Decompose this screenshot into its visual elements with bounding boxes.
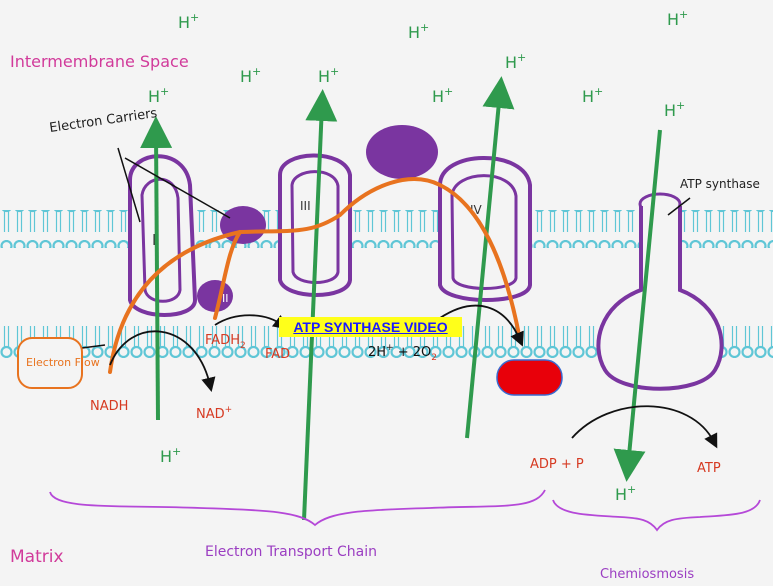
nad-plus-label: NAD+ [196,405,232,422]
h-plus-1: H+ [178,11,199,32]
h7: H [505,53,517,72]
electron-flow-callout: Electron Flow [17,337,100,389]
atp-synthase-video-link[interactable]: ATP SYNTHASE VIDEO [279,317,462,337]
h3s: + [330,65,339,78]
h9: H [667,10,679,29]
proton-labels: H+ H+ H+ H+ H+ H+ H+ H+ H+ H+ H+ H+ [148,8,688,504]
complex-3-label: III [300,199,311,213]
h2s: + [252,65,261,78]
h6: H [432,87,444,106]
h5: H [408,23,420,42]
brace-chemiosmosis [552,499,761,532]
eq-sup: + [386,343,394,353]
chemiosmosis-label: Chemiosmosis [600,567,694,582]
electron-flow-path [108,177,522,374]
h10s: + [676,99,685,112]
atp-label: ATP [697,461,721,476]
fadh-text: FADH [205,333,240,348]
h2: H [240,67,252,86]
cytochrome-c [366,125,438,179]
h-plus-7: H+ [505,51,526,72]
eq-2h: 2H [368,345,386,360]
h7s: + [517,51,526,64]
h12s: + [627,483,636,496]
oxygen-blob [496,359,563,396]
electron-flow-label: Electron Flow [26,356,100,369]
h-plus-10: H+ [664,99,685,120]
fadh2-label: FADH2 [205,333,246,351]
water-equation: 2H+ + 2O2 [368,343,437,363]
intermembrane-space-label: Intermembrane Space [10,52,189,71]
proton-arrow-2 [302,89,338,521]
h10: H [664,101,676,120]
h8s: + [594,85,603,98]
nad-sup: + [225,405,233,415]
fad-label: FAD [265,347,290,362]
complex-1: I [128,154,198,317]
electron-carriers-text: Electron Carriers [48,106,158,136]
h-plus-8: H+ [582,85,603,106]
h-plus-12: H+ [615,483,636,504]
h1: H [178,13,190,32]
complex-1-label: I [152,231,156,249]
h-plus-2: H+ [240,65,261,86]
nadh-label: NADH [90,399,128,414]
h11: H [160,447,172,466]
h3: H [318,67,330,86]
complex-2-label: II [222,292,229,305]
etc-label: Electron Transport Chain [205,544,377,560]
adp-p-label: ADP + P [530,457,584,472]
pointer-lines [81,147,691,349]
nad-text: NAD [196,407,225,422]
h12: H [615,485,627,504]
h-plus-11: H+ [160,445,181,466]
h-plus-3: H+ [318,65,339,86]
brace-etc [49,489,546,527]
h4s: + [160,85,169,98]
matrix-label: Matrix [10,547,64,567]
h1s: + [190,11,199,24]
eq-2o: + 2O [394,345,432,360]
reaction-arrows [109,304,718,449]
proton-arrow-3 [465,76,515,439]
atp-synthase-label: ATP synthase [680,177,760,191]
h8: H [582,87,594,106]
electron-carriers-label: Electron Carriers [48,106,158,136]
h5s: + [420,21,429,34]
h-plus-5: H+ [408,21,429,42]
fadh-sub: 2 [240,341,246,351]
eq-sub: 2 [431,353,437,363]
h6s: + [444,85,453,98]
proton-arrow-4 [613,129,662,482]
h-plus-4: H+ [148,85,169,106]
h-plus-9: H+ [667,8,688,29]
h-plus-6: H+ [432,85,453,106]
atp-synthase-protein [596,192,724,391]
h11s: + [172,445,181,458]
h9s: + [679,8,688,21]
h4: H [148,87,160,106]
